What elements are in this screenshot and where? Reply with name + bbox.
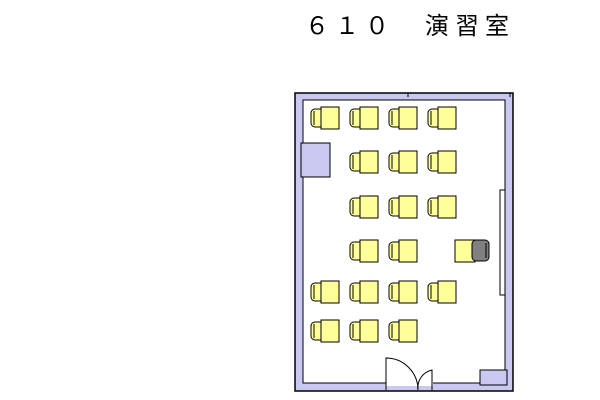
desk <box>359 319 379 343</box>
pillar <box>300 142 331 178</box>
seat-10 <box>427 195 457 219</box>
seat-16 <box>427 280 457 304</box>
seat-15 <box>388 280 418 304</box>
seat-11 <box>349 239 379 263</box>
seat-2 <box>349 106 379 130</box>
desk <box>437 106 457 130</box>
desk <box>398 239 418 263</box>
seat-3 <box>388 106 418 130</box>
teacher-desk-area <box>454 239 490 263</box>
desk <box>320 319 340 343</box>
seat-7 <box>427 150 457 174</box>
seat-12 <box>388 239 418 263</box>
seat-4 <box>427 106 457 130</box>
desk <box>398 106 418 130</box>
seat-19 <box>388 319 418 343</box>
teacher-chair <box>471 239 490 262</box>
desk <box>398 319 418 343</box>
seat-13 <box>310 280 340 304</box>
desk <box>320 280 340 304</box>
seat-18 <box>349 319 379 343</box>
seat-5 <box>349 150 379 174</box>
desk <box>437 150 457 174</box>
desk <box>437 195 457 219</box>
desk <box>320 106 340 130</box>
seat-8 <box>349 195 379 219</box>
seating-area <box>310 106 457 343</box>
door <box>385 357 433 391</box>
seat-14 <box>349 280 379 304</box>
seat-9 <box>388 195 418 219</box>
desk <box>359 150 379 174</box>
seat-17 <box>310 319 340 343</box>
whiteboard <box>499 189 506 296</box>
desk <box>398 150 418 174</box>
seat-1 <box>310 106 340 130</box>
desk <box>359 239 379 263</box>
corner-pillar <box>479 369 508 386</box>
desk <box>359 195 379 219</box>
desk <box>359 106 379 130</box>
desk <box>398 280 418 304</box>
desk <box>398 195 418 219</box>
room-title: ６１０ 演習室 <box>305 12 515 40</box>
desk <box>359 280 379 304</box>
seat-6 <box>388 150 418 174</box>
desk <box>437 280 457 304</box>
